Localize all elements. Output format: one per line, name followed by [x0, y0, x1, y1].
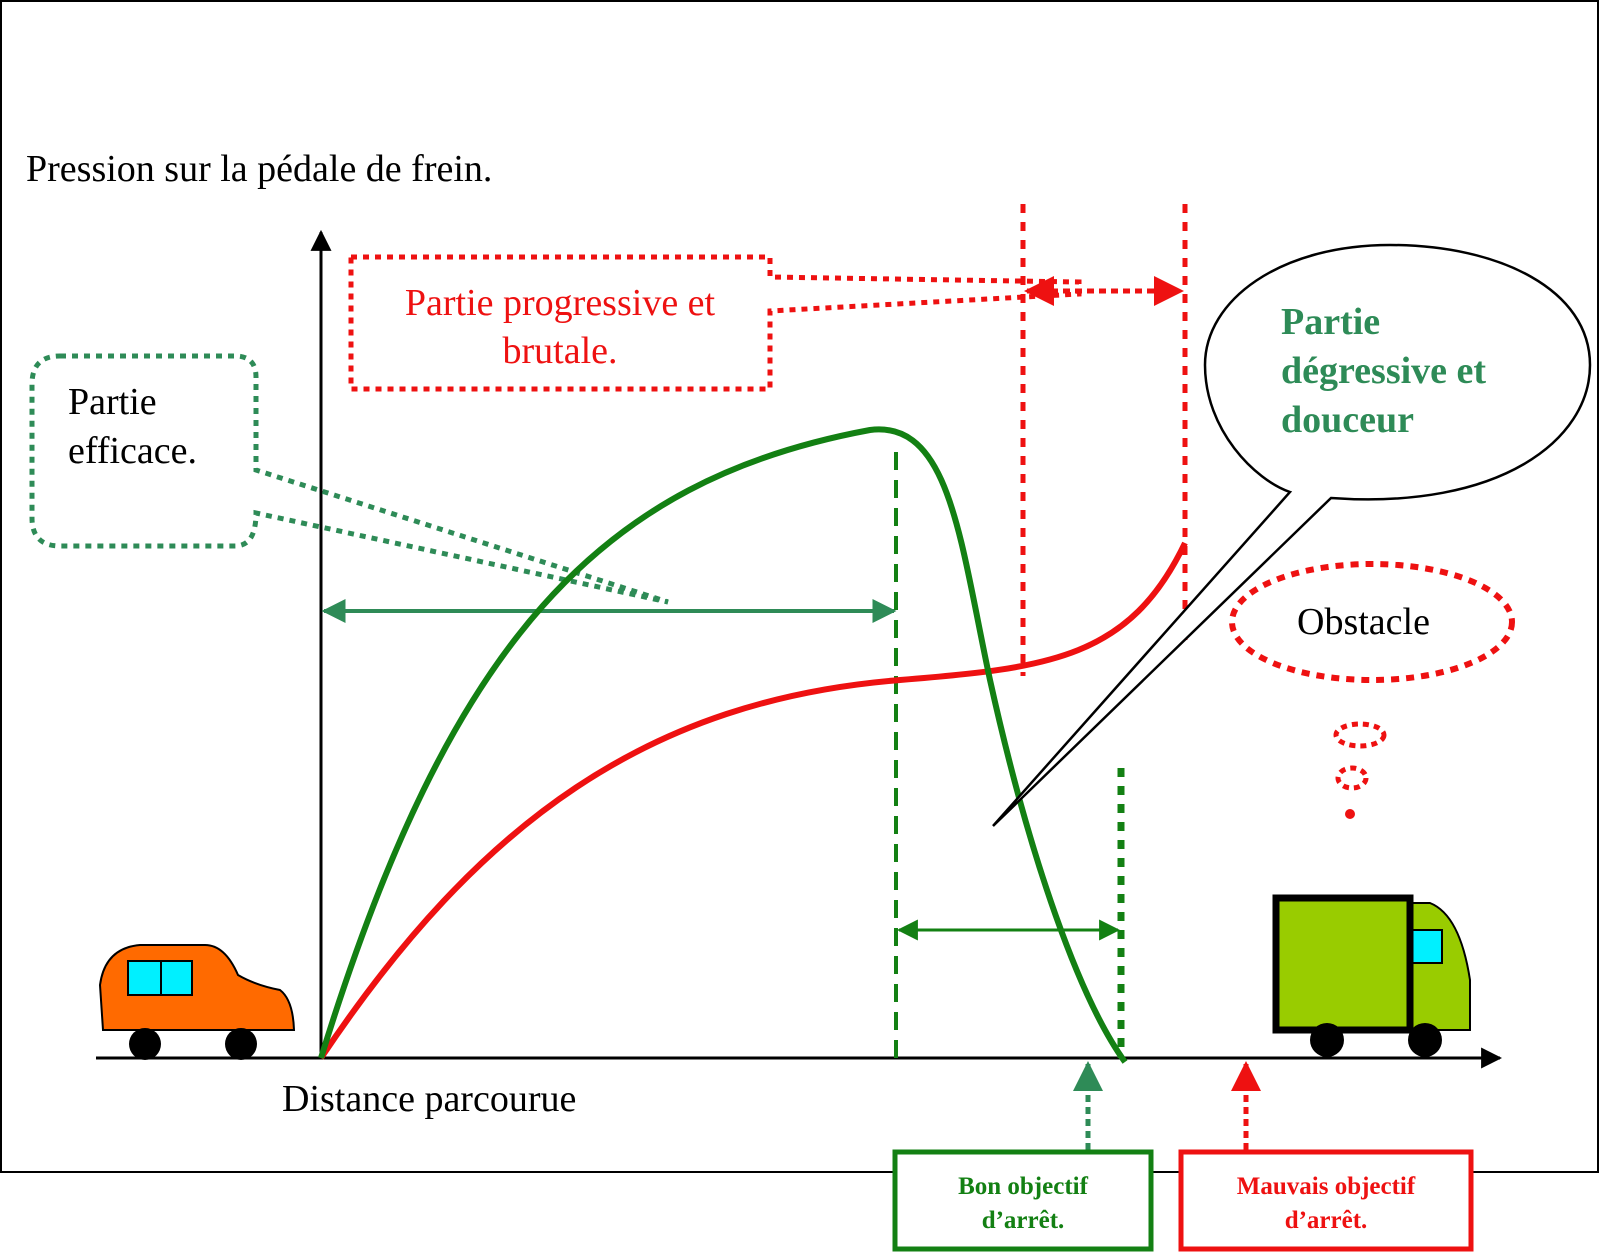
- green-curve: [318, 426, 1128, 1064]
- efficace-label-1: Partie: [68, 381, 157, 423]
- x-axis-label: Distance parcourue: [282, 1078, 576, 1120]
- efficace-callout: [29, 353, 669, 605]
- frame: [0, 0, 1599, 1173]
- thought-cloud-icon: [1229, 561, 1515, 819]
- speech-bubble-icon: [992, 243, 1592, 827]
- mauvais-label-2: d’arrêt.: [1285, 1207, 1368, 1234]
- truck-icon: [1272, 894, 1471, 1057]
- degressive-label-2: dégressive et: [1281, 350, 1486, 392]
- mauvais-objectif-box: [1178, 1149, 1474, 1252]
- bon-label-1: Bon objectif: [958, 1173, 1089, 1200]
- efficace-label-2: efficace.: [68, 430, 197, 472]
- degressive-label-1: Partie: [1281, 301, 1380, 343]
- mauvais-label-1: Mauvais objectif: [1237, 1173, 1416, 1200]
- obstacle-label: Obstacle: [1297, 601, 1430, 643]
- red-curve: [318, 541, 1188, 1060]
- y-axis-label: Pression sur la pédale de frein.: [26, 148, 492, 190]
- progressive-label-1: Partie progressive et: [405, 282, 716, 324]
- bon-label-2: d’arrêt.: [982, 1207, 1065, 1234]
- car-icon: [98, 944, 296, 1060]
- progressive-label-2: brutale.: [502, 330, 617, 372]
- bon-objectif-box: [892, 1149, 1154, 1252]
- degressive-label-3: douceur: [1281, 399, 1414, 441]
